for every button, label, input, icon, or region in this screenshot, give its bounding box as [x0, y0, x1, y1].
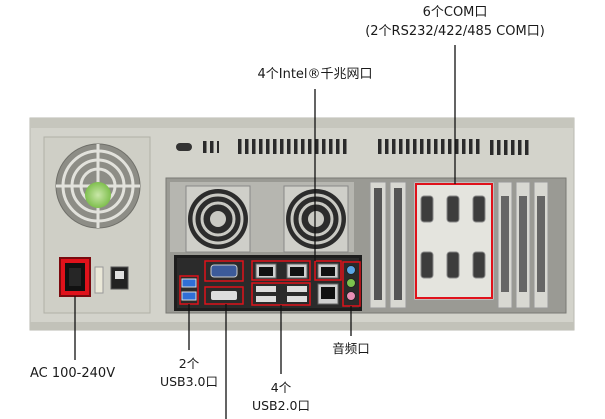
usb2-label-line2: USB2.0口 — [251, 398, 311, 413]
audio-jack-2 — [346, 278, 356, 288]
top-vent-left — [236, 139, 350, 154]
com-port-4 — [420, 251, 434, 279]
ac-label: AC 100-240V — [30, 366, 116, 381]
top-vent-right — [376, 139, 482, 154]
top-vent-small-1 — [203, 141, 219, 153]
lan-label: 4个Intel®千兆网口 — [257, 67, 373, 82]
com-port-5 — [446, 251, 460, 279]
com-port-1 — [420, 195, 434, 223]
com-highlight-box — [415, 183, 493, 299]
psu-fan-hub — [85, 182, 111, 208]
usb3-label-line2: USB3.0口 — [159, 374, 219, 389]
usb2-port-1 — [256, 286, 276, 292]
display-port — [211, 291, 237, 300]
com-label-line1: 6个COM口 — [422, 5, 488, 20]
leader-lines — [74, 45, 456, 419]
com-label-line2: (2个RS232/422/485 COM口) — [365, 24, 545, 39]
usb3-port-2 — [181, 291, 197, 301]
usb3-label-line1: 2个 — [178, 356, 200, 371]
usb2-port-3 — [287, 286, 307, 292]
top-latch — [176, 143, 192, 151]
com-port-2 — [446, 195, 460, 223]
usb3-port-1 — [181, 278, 197, 288]
usb2-port-2 — [256, 296, 276, 302]
audio-label: 音频口 — [332, 341, 370, 356]
usb2-port-4 — [287, 296, 307, 302]
chassis-top-edge — [30, 118, 574, 128]
audio-jack-3 — [346, 291, 356, 301]
audio-jack-1 — [346, 265, 356, 275]
com-port-3 — [472, 195, 486, 223]
usb2-label-line1: 4个 — [270, 380, 292, 395]
com-port-6 — [472, 251, 486, 279]
chassis-bottom-edge — [30, 322, 574, 330]
top-vent-small-2 — [490, 140, 530, 155]
vga-port — [210, 264, 238, 278]
